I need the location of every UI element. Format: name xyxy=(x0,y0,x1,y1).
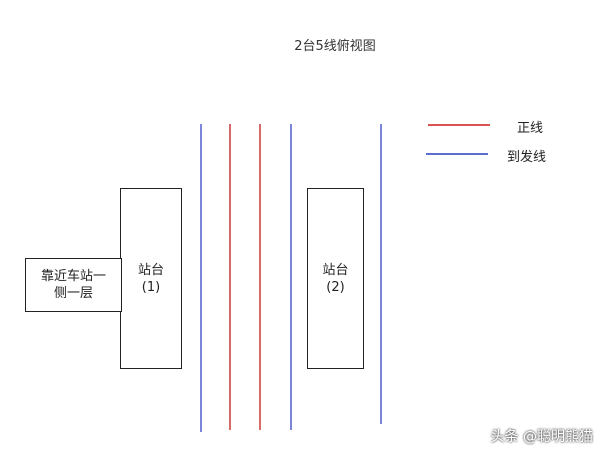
platform-2-label: 站台 xyxy=(322,262,349,278)
platform-1-number: (1) xyxy=(141,279,161,295)
platform-2-number: (2) xyxy=(326,279,345,295)
legend-line-main xyxy=(428,124,490,126)
side-building-label-line1: 靠近车站一 xyxy=(40,269,106,284)
track-2 xyxy=(229,124,231,430)
track-4 xyxy=(290,124,292,430)
side-building: 靠近车站一 侧一层 xyxy=(25,258,122,312)
track-1 xyxy=(200,124,202,432)
track-5 xyxy=(380,124,382,424)
track-3 xyxy=(259,124,261,430)
diagram-title: 2台5线俯视图 xyxy=(294,39,376,54)
platform-1: 站台 (1) xyxy=(120,188,182,369)
side-building-label-line2: 侧一层 xyxy=(53,286,93,301)
legend-line-arrival xyxy=(426,153,488,155)
legend-label-main: 正线 xyxy=(517,121,544,136)
platform-1-label: 站台 xyxy=(137,262,164,278)
watermark: 头条 @聪明熊猫 xyxy=(490,429,593,445)
legend-label-arrival: 到发线 xyxy=(507,150,547,165)
platform-2: 站台 (2) xyxy=(307,188,364,369)
